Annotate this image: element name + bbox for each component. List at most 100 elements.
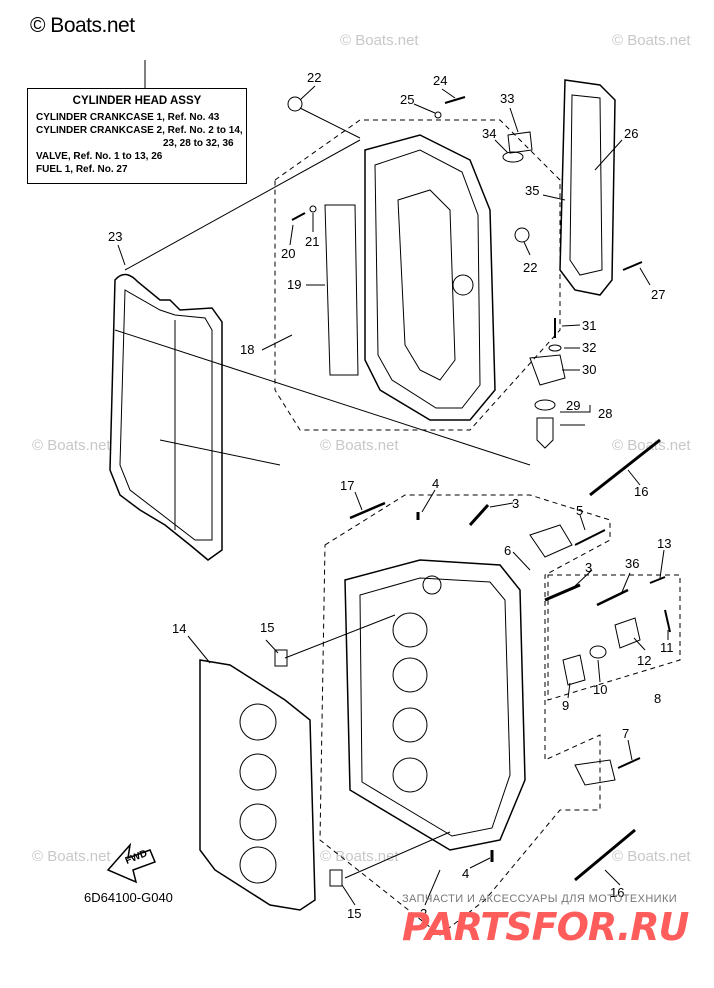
plug-13 [649, 576, 666, 584]
part-9 [562, 654, 586, 686]
leader-17 [354, 491, 363, 511]
port [392, 612, 428, 648]
leader-23-ref2 [114, 329, 531, 466]
leader-29-28 [560, 405, 591, 426]
leader-25 [413, 103, 436, 114]
callout: 22 [523, 260, 537, 275]
pin-3 [544, 583, 581, 602]
o-ring-34 [502, 151, 524, 163]
leader-20 [289, 224, 294, 246]
callout: 10 [593, 682, 607, 697]
bore [239, 846, 277, 884]
dowel-15 [274, 649, 288, 667]
washer-21 [309, 205, 317, 213]
leader-35 [542, 194, 566, 201]
seal-10 [589, 645, 607, 659]
callout: 3 [585, 560, 592, 575]
legend-line: CYLINDER CRANKCASE 2, Ref. No. 2 to 14, [36, 125, 243, 136]
bolt-17 [349, 501, 386, 520]
bolt-27 [622, 261, 643, 271]
sensor-30 [529, 354, 566, 386]
leader-34 [494, 139, 509, 154]
cylinder-block [344, 559, 526, 851]
callout: 34 [482, 126, 496, 141]
callout: 16 [610, 885, 624, 900]
head-cover [364, 134, 496, 421]
legend-line: VALVE, Ref. No. 1 to 13, 26 [36, 151, 163, 162]
bolt-16 [574, 828, 636, 882]
leader-24 [441, 88, 456, 99]
leader-15-ref [284, 614, 396, 659]
leader-4b [469, 857, 491, 869]
leader-12 [633, 637, 646, 651]
part-12 [614, 617, 641, 649]
cylinder-dashed-outline [319, 494, 611, 936]
cover-dashed-outline [274, 119, 561, 431]
bracket-26-inner [569, 94, 603, 276]
shop-logo: PARTSFOR.RU [402, 905, 689, 949]
callout: 25 [400, 92, 414, 107]
callout: 12 [637, 653, 651, 668]
callout: 31 [582, 318, 596, 333]
leader-27 [639, 267, 651, 286]
head-gasket-14 [199, 659, 316, 911]
callout: 36 [625, 556, 639, 571]
callout: 32 [582, 340, 596, 355]
bolt-16 [589, 438, 661, 497]
bolt-24 [444, 96, 466, 104]
leader-7 [627, 739, 633, 761]
screw-11 [664, 609, 671, 633]
callout: 15 [260, 620, 274, 635]
cylinder-block-inner [359, 577, 511, 837]
bolt-5 [574, 529, 606, 546]
leader-5 [579, 514, 586, 531]
callout: 28 [598, 406, 612, 421]
legend-title: CYLINDER HEAD ASSY [72, 95, 202, 107]
callout: 9 [562, 698, 569, 713]
watermark: © Boats.net [612, 848, 691, 865]
part-5 [529, 524, 573, 558]
sensor-36 [596, 588, 629, 607]
callout: 6 [504, 543, 511, 558]
grommet-22 [287, 96, 303, 112]
bore [239, 703, 277, 741]
legend-line: CYLINDER CRANKCASE 1, Ref. No. 43 [36, 112, 220, 123]
washer-32 [548, 344, 562, 352]
oil-cap [507, 131, 533, 154]
callout: 4 [462, 866, 469, 881]
bore [239, 803, 277, 841]
bolt-7 [617, 757, 641, 769]
pin-3 [468, 503, 490, 527]
leader-15b [341, 884, 356, 906]
callout: 23 [108, 229, 122, 244]
callout: 14 [172, 621, 186, 636]
callout: 29 [566, 398, 580, 413]
callout: 19 [287, 277, 301, 292]
watermark: © Boats.net [32, 437, 111, 454]
callout: 21 [305, 234, 319, 249]
leader-6 [512, 551, 531, 571]
leader-23-ref [124, 139, 361, 271]
watermark: © Boats.net [612, 32, 691, 49]
watermark: © Boats.net [340, 32, 419, 49]
leader-36 [621, 572, 631, 593]
bore [239, 753, 277, 791]
leader-15b-ref [344, 831, 451, 879]
leader-22c [523, 241, 531, 256]
gasket-23-inner [119, 289, 213, 541]
callout: 35 [525, 183, 539, 198]
leader-13 [659, 549, 665, 579]
fitting-28 [536, 417, 554, 449]
part-7 [574, 759, 616, 786]
diagram-code: 6D64100-G040 [84, 890, 173, 905]
callout: 11 [660, 640, 674, 655]
callout: 33 [500, 91, 514, 106]
leader-22 [299, 85, 316, 101]
washer-25 [434, 111, 442, 119]
head-cover-boss [452, 274, 474, 296]
leader-10 [597, 659, 601, 683]
fwd-arrow [106, 842, 156, 884]
head-cover-rib [397, 189, 456, 381]
leader-14 [187, 635, 211, 664]
